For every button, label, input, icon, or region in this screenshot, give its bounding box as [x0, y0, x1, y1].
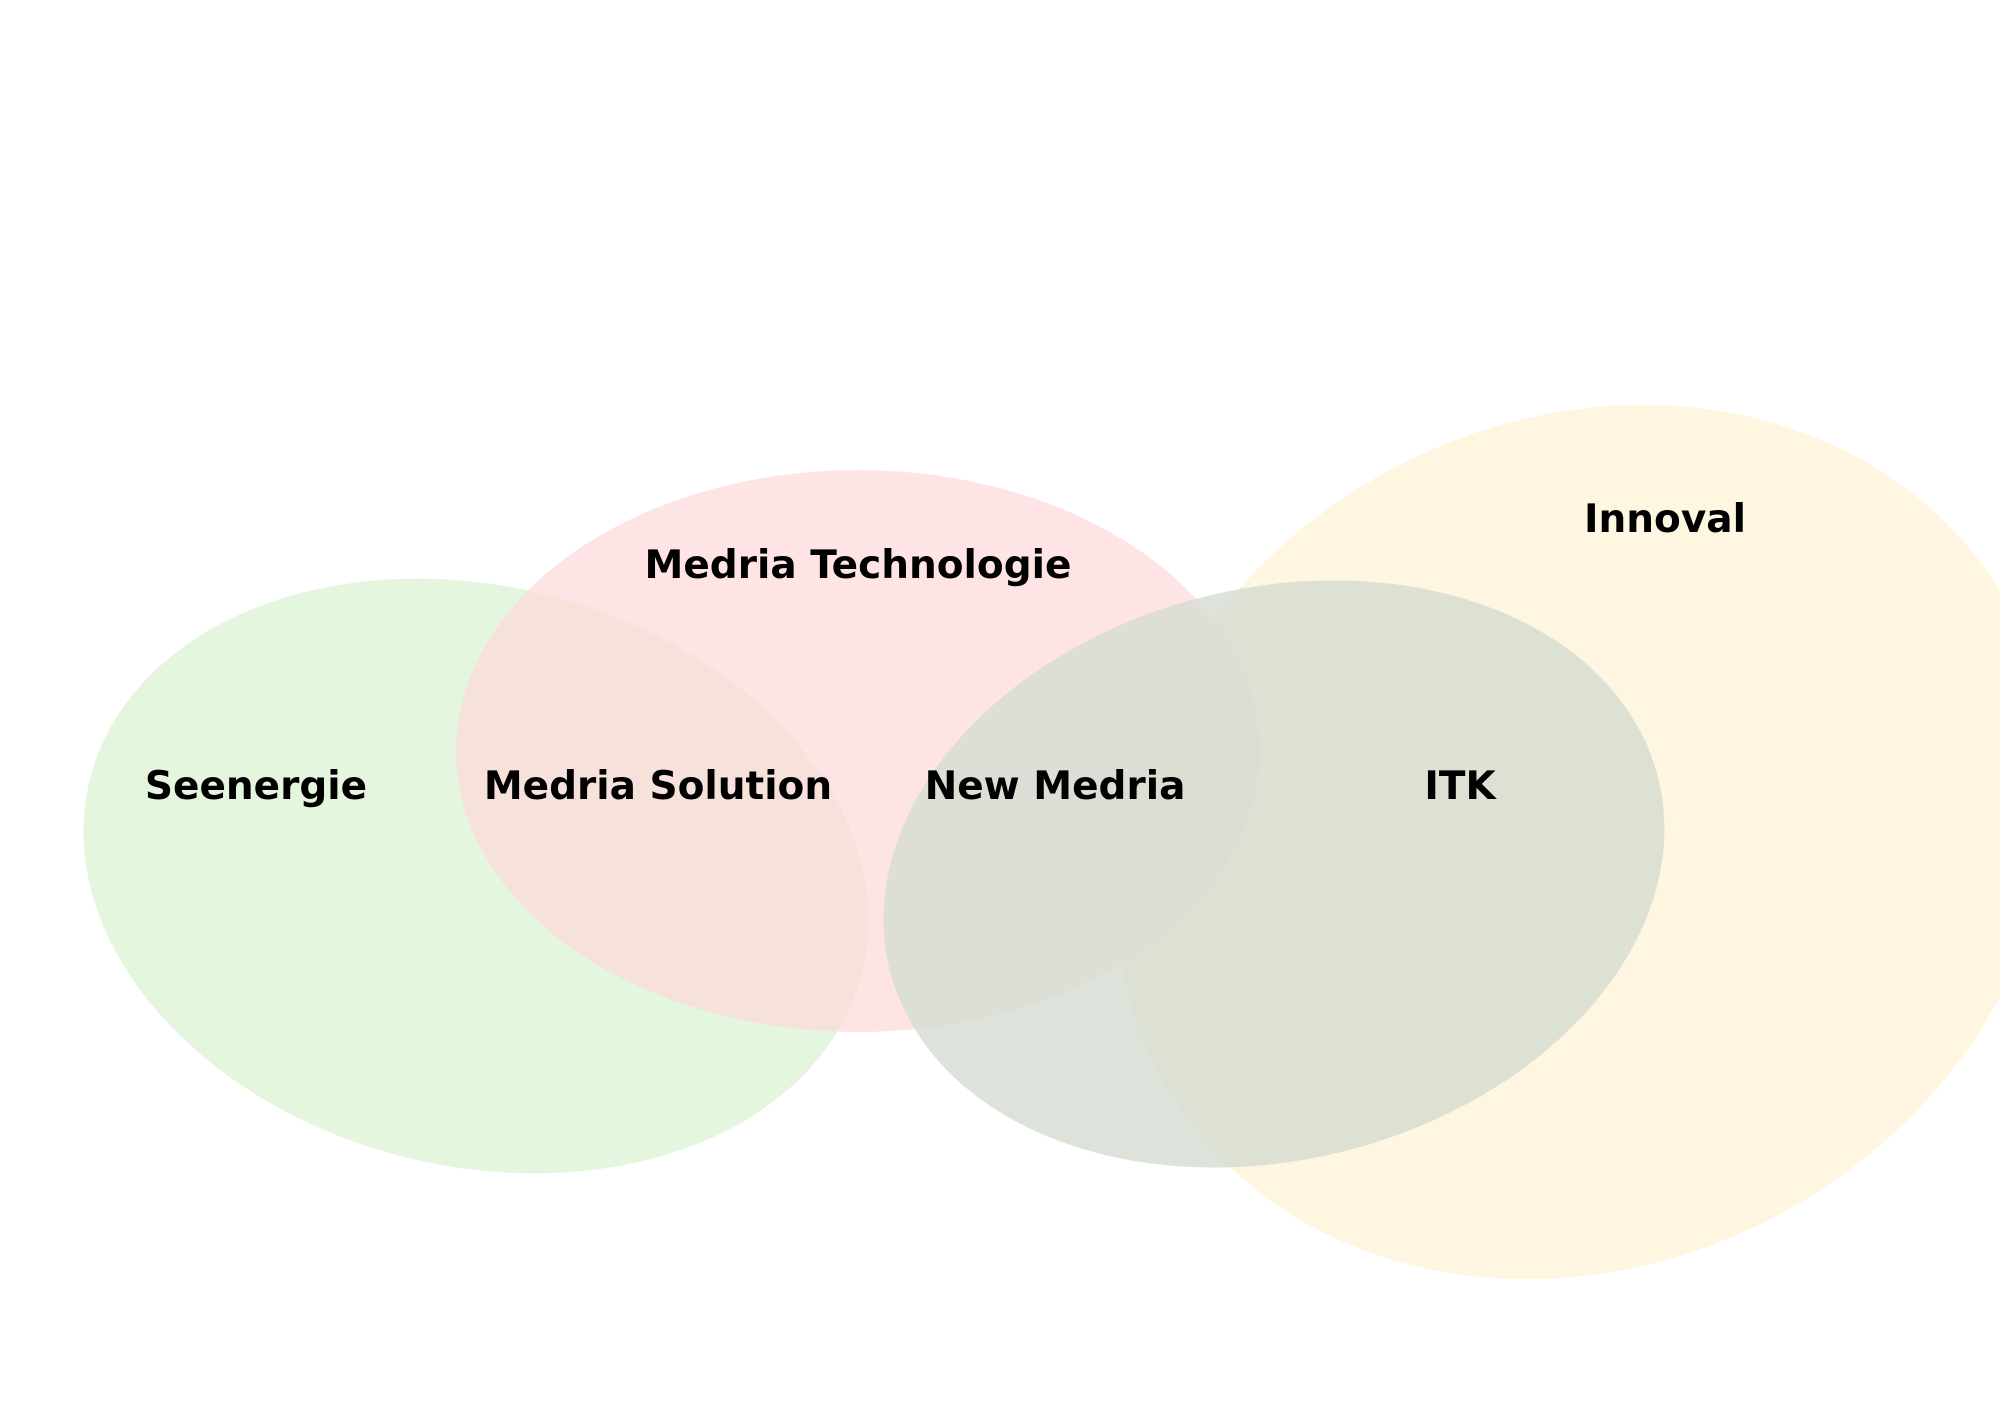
label-innoval: Innoval [1584, 497, 1746, 542]
label-seenergie: Seenergie [145, 764, 367, 809]
label-new-medria: New Medria [925, 764, 1186, 809]
venn-set-itk [883, 580, 1665, 1168]
label-medria-solution: Medria Solution [484, 764, 832, 809]
label-medria-technologie: Medria Technologie [645, 543, 1072, 588]
label-itk: ITK [1424, 764, 1497, 809]
